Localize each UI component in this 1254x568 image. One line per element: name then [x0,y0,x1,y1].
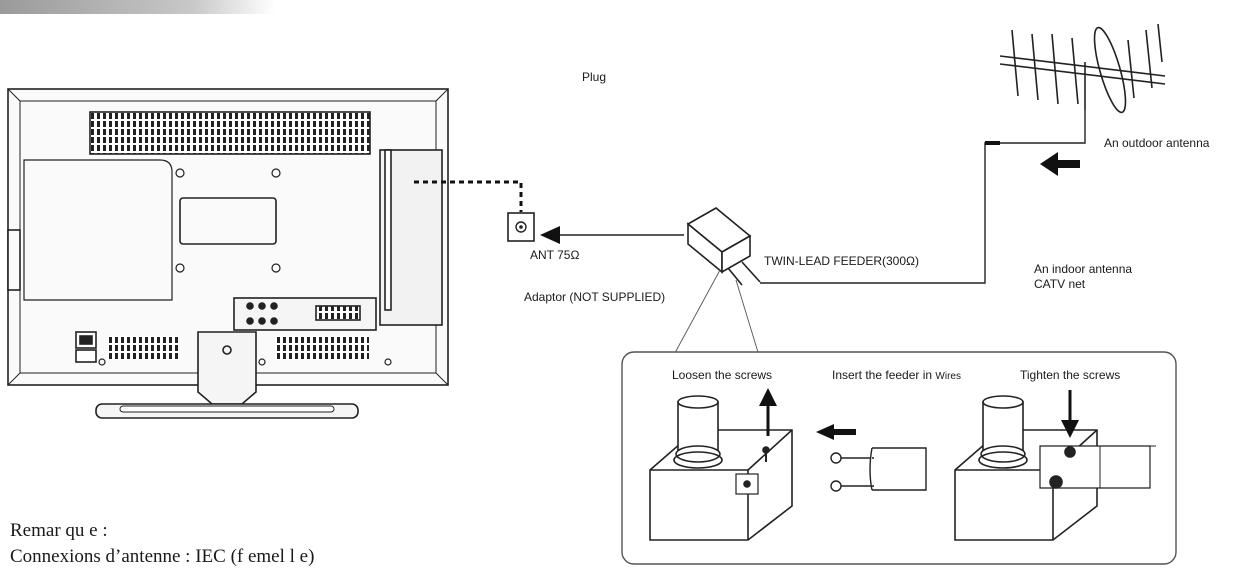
header-bar [0,0,275,14]
connector-loosen [649,395,793,541]
tighten-label: Tighten the screws [1020,368,1121,382]
arrow-feeder [1040,152,1080,176]
tv-stand [95,331,359,419]
ant-socket [507,212,535,242]
inset-panel [621,351,1177,565]
ant-label: ANT 75Ω [530,248,580,262]
remark-text: Connexions d’antenne : IEC (f emel l e) [10,546,315,567]
connector-tighten [954,395,1156,541]
side-terminal-block [379,149,443,326]
arrow-down [1061,390,1079,438]
outdoor-antenna-icon [999,23,1166,114]
loosen-label: Loosen the screws [672,368,773,382]
dotted-cable [414,180,523,212]
indoor-antenna-label: An indoor antenna [1034,262,1133,276]
remark-heading: Remar qu e : [10,520,108,541]
adaptor-box [686,207,761,286]
insert-feeder-text: Insert the feeder in [832,368,933,382]
input-panel [233,297,377,331]
feeder-wires [830,447,927,492]
arrow-left [816,424,856,440]
wires-text: Wires [935,371,961,382]
plug-label: Plug [582,70,607,84]
power-socket [75,331,97,363]
outdoor-antenna-label: An outdoor antenna [1104,136,1210,150]
tv-back-panel [7,88,449,419]
arrow-up [759,388,777,436]
feeder-label: TWIN-LEAD FEEDER(300Ω) [764,254,919,268]
insert-feeder-label: Insert the feeder in Wires [832,368,961,382]
tv-mount-screws [98,168,392,366]
adaptor-label: Adaptor (NOT SUPPLIED) [524,290,666,304]
arrow-to-ant [540,226,684,244]
catv-label: CATV net [1034,277,1086,291]
